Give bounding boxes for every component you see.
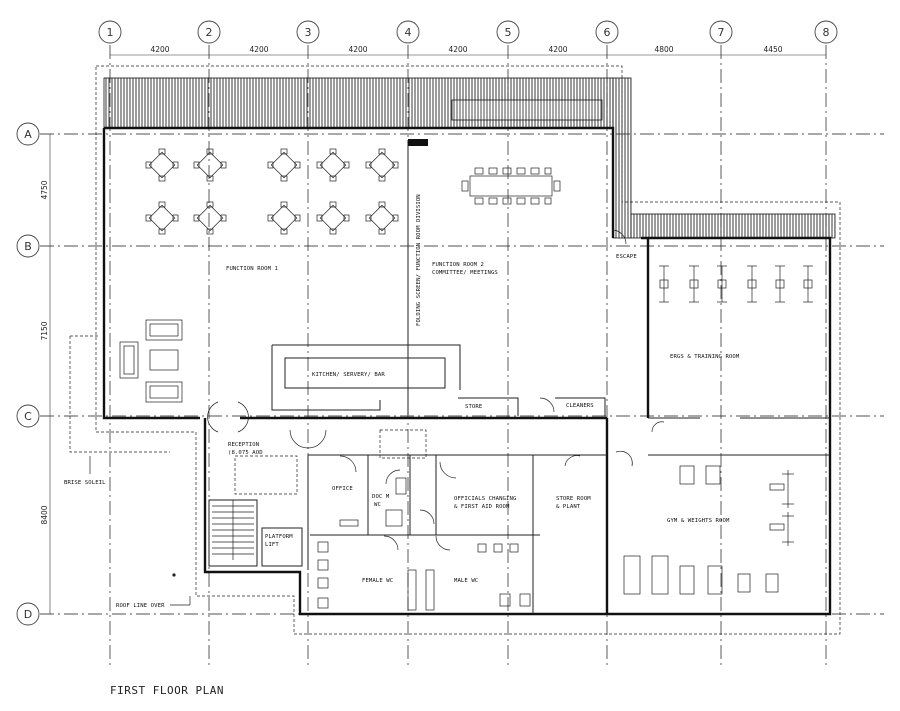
annotations: BRISE SOLEIL ROOF LINE OVER [64,456,191,609]
wc-fixtures [317,477,531,611]
lounge-seating [119,319,183,403]
roof-parapet [103,77,836,239]
label-function-room-2: FUNCTION ROOM 2 [432,262,484,268]
brise-soleil-zone [69,335,170,453]
label-doc-m: DOC M [372,494,390,500]
label-committee-meetings: COMMITTEE/ MEETINGS [432,270,498,276]
label-female-wc: FEMALE WC [362,578,393,584]
folding-screen-head [408,139,428,146]
doors [207,229,665,551]
room-labels: FUNCTION ROOM 1 FUNCTION ROOM 2 COMMITTE… [226,194,740,584]
stairs [212,500,254,560]
column-spacing: 4800 [654,45,673,54]
dining-tables [145,148,399,235]
column-dimensions: 4200 4200 4200 4200 4200 4800 4450 [110,45,826,56]
row-dimensions: 4750 7150 8400 [40,134,51,614]
row-label: A [24,128,32,141]
column-spacing: 4200 [448,45,467,54]
label-roof-line: ROOF LINE OVER [116,603,165,609]
label-male-wc: MALE WC [454,578,478,584]
column-spacing: 4450 [763,45,782,54]
label-ergs-training: ERGS & TRAINING ROOM [670,354,740,360]
label-gym: GYM & WEIGHTS ROOM [667,518,730,524]
row-label: B [24,240,32,253]
rowing-machines [659,265,813,303]
row-bubbles: A B C D [16,122,40,626]
void-zone [379,429,427,459]
column-spacing: 4200 [548,45,567,54]
gym-equipment [623,465,794,595]
label-brise-soleil: BRISE SOLEIL [64,480,106,486]
label-kitchen: KITCHEN/ SERVERY/ BAR [312,372,385,378]
marker-dot [172,573,176,577]
label-folding-screen: FOLDING SCREEN/ FUNCTION ROOM DIVISION [416,194,422,326]
label-store-room: STORE ROOM [556,496,591,502]
grid-lines [40,45,884,668]
label-lift: LIFT [265,542,279,548]
label-office: OFFICE [332,486,353,492]
column-label: 5 [505,26,512,39]
label-reception: RECEPTION [228,442,259,448]
label-cleaners: CLEANERS [566,403,594,409]
external-walls [102,126,832,616]
label-function-room-1: FUNCTION ROOM 1 [226,266,278,272]
row-label: C [24,410,32,423]
label-platform: PLATFORM [265,534,293,540]
column-label: 1 [107,26,114,39]
boardroom-table [461,167,561,205]
column-label: 3 [305,26,312,39]
column-spacing: 4200 [348,45,367,54]
column-label: 8 [823,26,830,39]
label-reception-aod: (8.075 AOD [228,450,263,456]
column-bubbles: 1 2 3 4 5 6 7 8 [98,20,838,44]
label-first-aid: & FIRST AID ROOM [454,504,510,510]
label-doc-wc: WC [374,502,381,508]
label-escape: ESCAPE [616,254,637,260]
drawing-title: FIRST FLOOR PLAN [110,684,224,697]
label-officials-changing: OFFICIALS CHANGING [454,496,517,502]
column-label: 4 [405,26,412,39]
column-label: 7 [718,26,725,39]
internal-walls [208,140,830,614]
column-spacing: 4200 [249,45,268,54]
column-label: 6 [604,26,611,39]
label-store: STORE [465,404,483,410]
roof-line-outline [95,65,841,635]
row-spacing: 8400 [40,505,49,524]
row-spacing: 4750 [40,180,49,199]
row-spacing: 7150 [40,321,49,340]
reception-desk-zone [234,455,298,495]
column-label: 2 [206,26,213,39]
row-label: D [24,608,32,621]
label-plant: & PLANT [556,504,581,510]
column-spacing: 4200 [150,45,169,54]
